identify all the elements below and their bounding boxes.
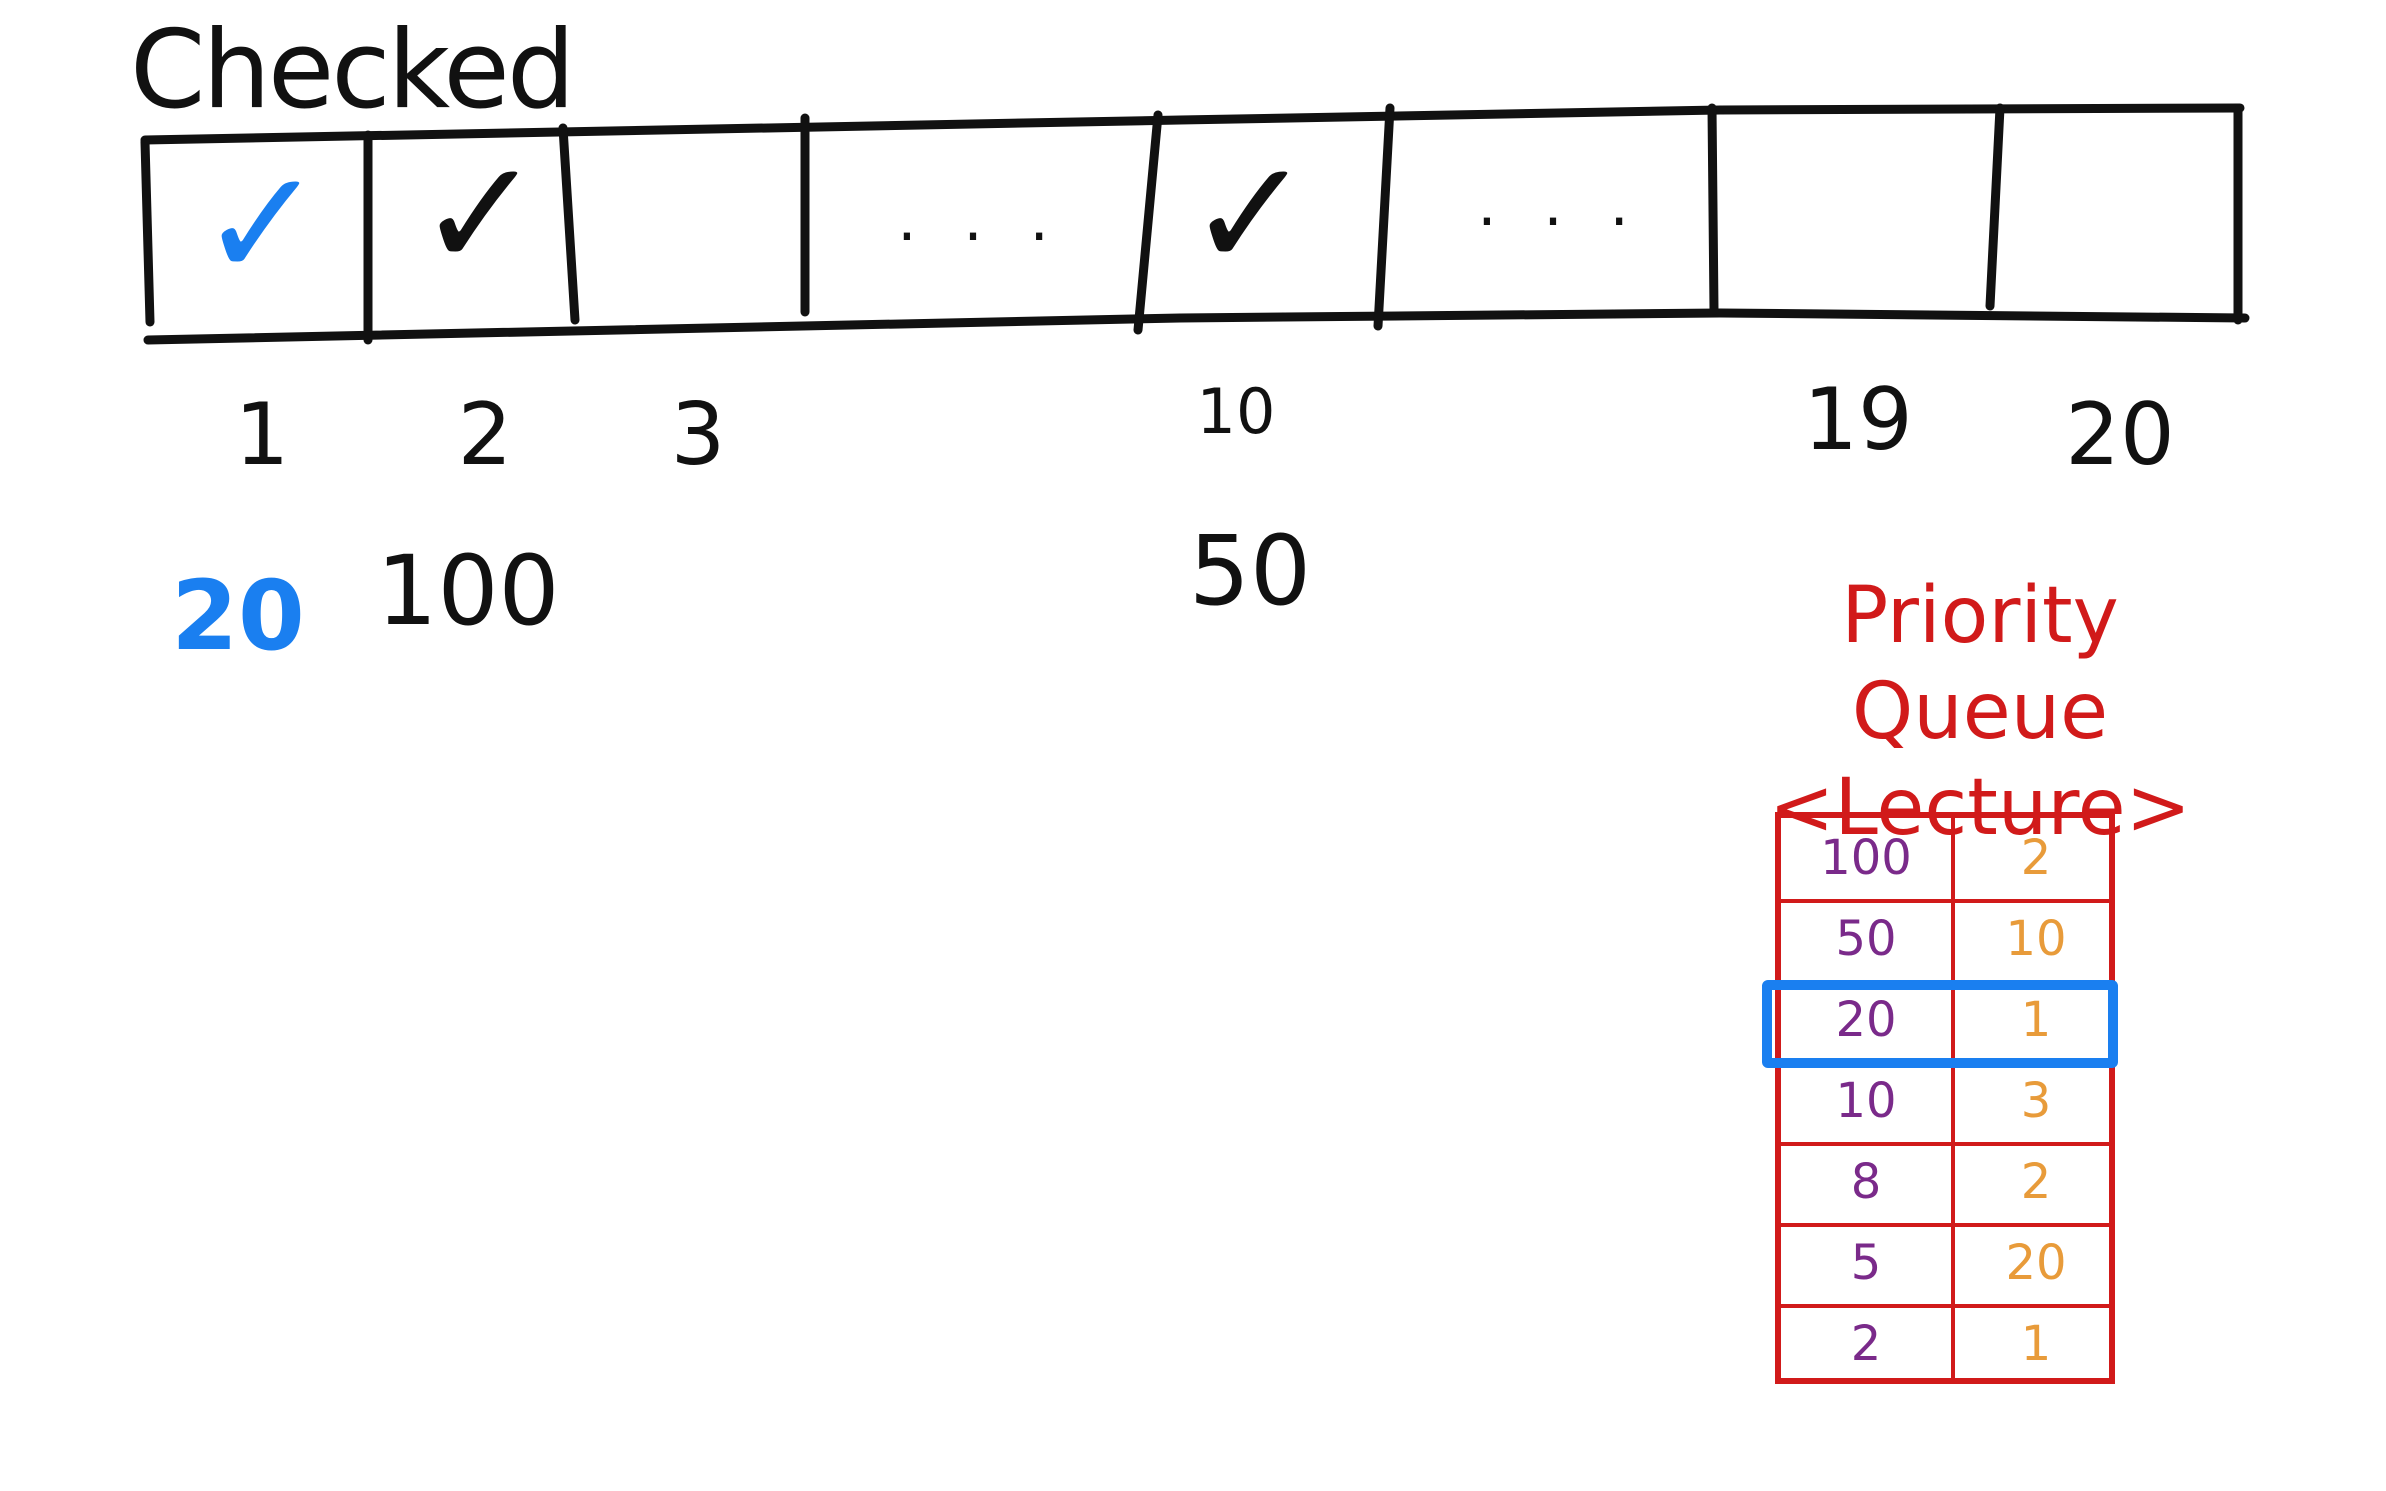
array-bottom-edge [143, 308, 2250, 345]
queue-row: 5 20 [1781, 1223, 2109, 1308]
queue-lecture: 2 [2020, 830, 2052, 886]
index-label: 20 [2065, 385, 2175, 485]
queue-priority: 10 [1835, 1073, 1897, 1129]
queue-priority: 8 [1850, 1154, 1882, 1210]
check-icon-1: ✓ [199, 138, 325, 312]
array-divider [140, 137, 155, 327]
queue-priority: 50 [1835, 911, 1897, 967]
highlight-box [1762, 980, 2118, 1068]
array-divider [1133, 110, 1163, 335]
index-label: 19 [1803, 370, 1913, 470]
array-divider [1985, 103, 2005, 311]
queue-priority: 2 [1850, 1316, 1882, 1372]
array-ellipsis: . . . [897, 185, 1063, 255]
priority-queue-type: <Lecture> [1768, 763, 2192, 853]
queue-lecture: 20 [2005, 1235, 2067, 1291]
priority-value: 20 [171, 560, 305, 672]
priority-queue-label: Priority Queue [1841, 571, 2119, 757]
check-icon-2: ✓ [417, 128, 543, 302]
queue-priority: 20 [1835, 992, 1897, 1048]
priority-queue-title: Priority Queue <Lecture> [1720, 568, 2240, 856]
queue-row: 10 3 [1781, 1061, 2109, 1146]
queue-row: 50 10 [1781, 899, 2109, 984]
priority-queue-table: 100 2 50 10 20 1 10 3 8 2 5 20 2 1 [1775, 812, 2115, 1384]
queue-lecture: 1 [2020, 992, 2052, 1048]
queue-row: 100 2 [1781, 818, 2109, 903]
queue-row: 8 2 [1781, 1142, 2109, 1227]
queue-lecture: 1 [2020, 1316, 2052, 1372]
priority-queue-column-divider [1951, 818, 1955, 1378]
queue-row: 2 1 [1781, 1304, 2109, 1385]
queue-priority: 100 [1820, 830, 1912, 886]
array-divider [1373, 103, 1395, 331]
queue-lecture: 3 [2020, 1073, 2052, 1129]
array-ellipsis: . . . [1477, 170, 1643, 240]
index-label: 2 [457, 385, 513, 485]
array-divider [558, 123, 580, 325]
page-title: Checked [130, 8, 575, 133]
queue-priority: 5 [1850, 1235, 1882, 1291]
priority-value: 50 [1188, 515, 1312, 627]
index-label: 3 [670, 385, 726, 485]
array-divider [1707, 103, 1719, 315]
index-label: 10 [1196, 375, 1276, 448]
queue-lecture: 2 [2020, 1154, 2052, 1210]
check-icon-10: ✓ [1187, 128, 1313, 302]
array-top-edge [140, 103, 2245, 145]
index-label: 1 [234, 385, 290, 485]
queue-lecture: 10 [2005, 911, 2067, 967]
priority-value: 100 [376, 535, 560, 647]
